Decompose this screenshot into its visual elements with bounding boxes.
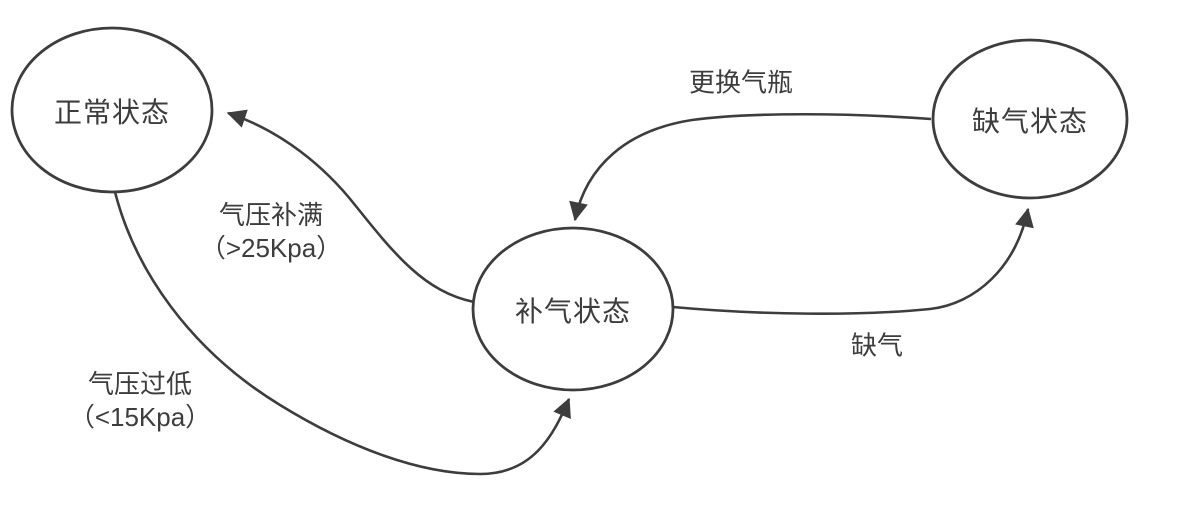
- node-normal-state-label: 正常状态: [53, 97, 171, 128]
- node-refill-state-label: 补气状态: [514, 296, 632, 327]
- edge-pressure-too-low-label: 气压过低 （<15Kpa）: [69, 368, 211, 434]
- edge-pressure-refilled-label-line1: 气压补满: [218, 200, 323, 230]
- edge-pressure-refilled-label-line2: （>25Kpa）: [199, 233, 343, 263]
- edge-pressure-too-low-arrow: [113, 191, 571, 476]
- node-empty-state-label: 缺气状态: [971, 106, 1089, 137]
- node-empty-state-circle: [931, 38, 1129, 200]
- edge-pressure-too-low-label-line2: （<15Kpa）: [68, 402, 212, 432]
- edge-replace-cylinder-arrow: [569, 112, 932, 222]
- edge-out-of-gas-arrow: [672, 207, 1034, 315]
- edge-out-of-gas-label: 缺气: [850, 330, 904, 361]
- edge-replace-cylinder-label: 更换气瓶: [688, 67, 794, 98]
- edge-pressure-refilled-arrow: [226, 109, 475, 304]
- node-normal-state-circle: [10, 26, 214, 194]
- node-refill-state-circle: [471, 226, 675, 392]
- edge-pressure-refilled-label: 气压补满 （>25Kpa）: [200, 199, 342, 265]
- edge-pressure-too-low-label-line1: 气压过低: [87, 369, 192, 399]
